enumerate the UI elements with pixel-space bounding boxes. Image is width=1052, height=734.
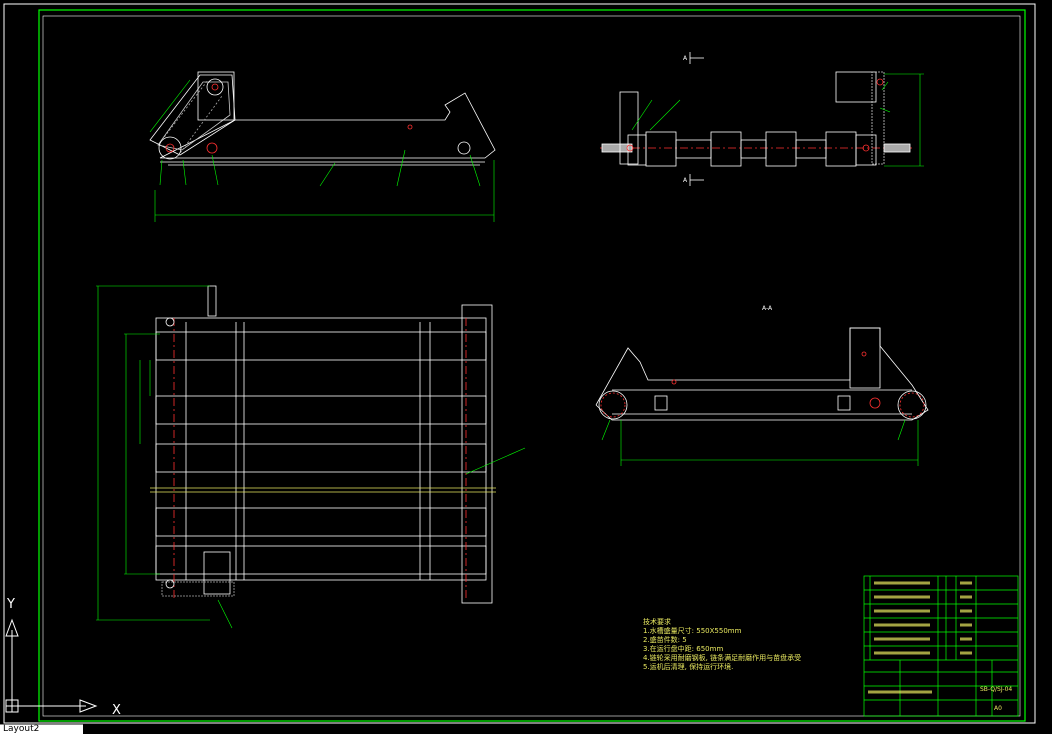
- section-label: A-A: [762, 305, 773, 312]
- tech-note-3: 3.在运行盘中距: 650mm: [643, 645, 724, 653]
- tech-notes-title: 技术要求: [643, 618, 671, 626]
- tech-note-1: 1.水槽盛量尺寸: 550X550mm: [643, 627, 742, 635]
- tech-note-5: 5.运机后清理, 保持运行环境.: [643, 663, 734, 671]
- layout-tab[interactable]: Layout2: [0, 724, 83, 734]
- technical-notes: 技术要求 1.水槽盛量尺寸: 550X550mm 2.盛苗件数: 5 3.在运行…: [643, 618, 801, 672]
- section-mark-top: A: [683, 55, 688, 62]
- ucs-x-label: X: [112, 703, 121, 718]
- drawing-number: SB-Q/SJ-04: [980, 686, 1012, 693]
- front-view: [149, 71, 496, 222]
- sheet-outer-border: [3, 3, 1036, 724]
- tech-note-4: 4.链轮采用耐磨钢板, 链条满足耐磨作用与苗盘承受: [643, 654, 802, 662]
- sheet-inner-frame: [38, 9, 1026, 722]
- title-block-row-fill: [868, 581, 972, 694]
- title-block: [863, 575, 1019, 717]
- section-view: [595, 327, 929, 466]
- tech-note-2: 2.盛苗件数: 5: [643, 636, 687, 644]
- section-mark-bottom: A: [683, 177, 688, 184]
- ucs-icon: [5, 618, 98, 713]
- plan-view: [96, 285, 526, 629]
- ucs-y-label: Y: [6, 597, 15, 612]
- side-view: [600, 52, 924, 186]
- sheet-size: A0: [994, 705, 1002, 712]
- sheet-frame-inner2: [42, 15, 1021, 717]
